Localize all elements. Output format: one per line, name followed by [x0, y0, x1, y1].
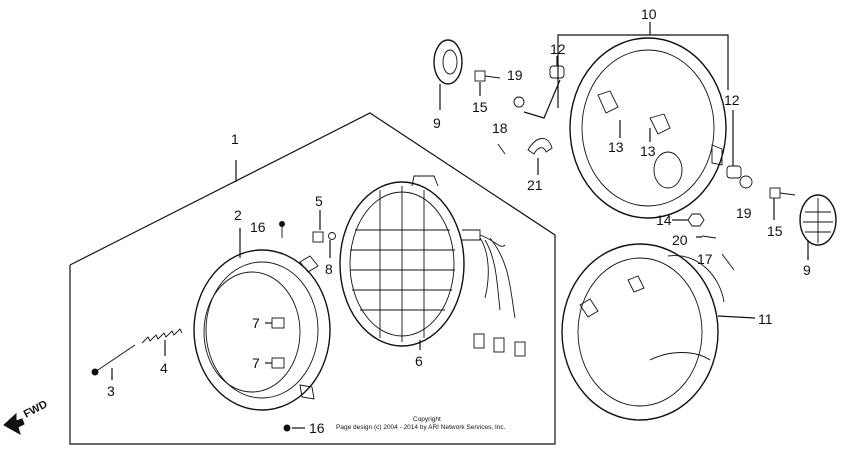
- clip-21: [527, 138, 553, 155]
- adjust-screw: [91, 344, 136, 376]
- nut-5: [312, 231, 324, 243]
- leader-11: [717, 315, 756, 319]
- screw-16-lower: [283, 424, 291, 432]
- nut-14: [687, 213, 705, 227]
- callout-19-left: 19: [507, 67, 523, 83]
- sealed-beam-unit: [339, 175, 526, 357]
- turn-signal-right: [799, 194, 837, 246]
- washer-19-right: [739, 175, 753, 189]
- callout-17: 17: [697, 251, 713, 267]
- turn-signal-left: [433, 39, 463, 85]
- copyright-title: Copyright: [413, 416, 441, 423]
- bracket-10: [557, 34, 729, 108]
- screw-20: [701, 235, 717, 239]
- callout-6: 6: [415, 353, 423, 369]
- callout-3: 3: [107, 383, 115, 399]
- screw-17: [721, 253, 735, 271]
- callout-13-right: 13: [640, 143, 656, 159]
- screw-18: [497, 143, 506, 155]
- callout-11: 11: [758, 311, 773, 327]
- assembly-bracket-1: [69, 112, 556, 445]
- callout-18: 18: [492, 120, 508, 136]
- washer-19-left: [513, 96, 525, 108]
- screw-16-upper: [279, 221, 285, 238]
- callout-9-left: 9: [433, 115, 441, 131]
- headlight-rim: [193, 249, 331, 411]
- collar-12-right: [726, 165, 742, 179]
- callout-10: 10: [641, 6, 657, 22]
- callout-15-left: 15: [472, 99, 488, 115]
- callout-19-right: 19: [736, 205, 752, 221]
- bolt-15-right: [769, 187, 796, 199]
- washer-8: [328, 232, 336, 240]
- callout-7-lower: 7: [252, 355, 260, 371]
- callout-5: 5: [315, 193, 323, 209]
- adjust-spring: [141, 328, 183, 344]
- fwd-arrow: [3, 412, 25, 436]
- callout-12-right: 12: [724, 92, 740, 108]
- collar-12-left: [549, 65, 565, 79]
- fwd-label: FWD: [22, 398, 50, 420]
- callout-4: 4: [160, 360, 168, 376]
- headlight-case-lower: [561, 243, 725, 421]
- headlight-case: [569, 37, 727, 219]
- callout-2: 2: [234, 207, 242, 223]
- callout-20: 20: [672, 232, 688, 248]
- callout-13-left: 13: [608, 139, 624, 155]
- callout-8: 8: [325, 261, 333, 277]
- copyright-notice: Page design (c) 2004 - 2014 by ARI Netwo…: [336, 424, 506, 431]
- callout-16-upper: 16: [250, 219, 266, 235]
- callout-1: 1: [231, 131, 239, 147]
- callout-16-lower: 16: [309, 420, 325, 436]
- callout-7-upper: 7: [252, 315, 260, 331]
- callout-14: 14: [656, 212, 672, 228]
- callout-21: 21: [527, 177, 543, 193]
- leader-19a: [523, 79, 561, 119]
- bolt-15-left: [474, 70, 501, 82]
- callout-12-left: 12: [550, 41, 566, 57]
- callout-15-right: 15: [767, 223, 783, 239]
- callout-9-right: 9: [803, 262, 811, 278]
